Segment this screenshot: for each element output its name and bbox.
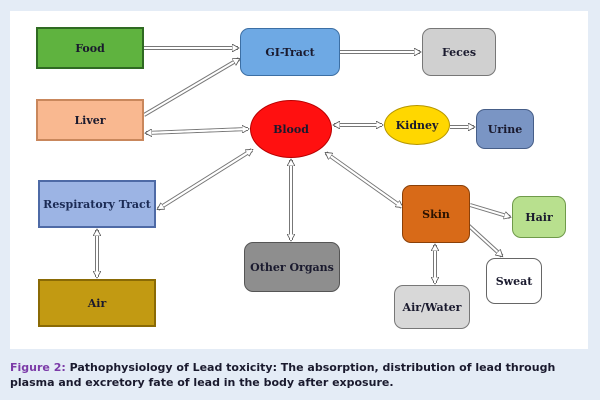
caption-text: Pathophysiology of Lead toxicity: The ab… xyxy=(10,361,556,389)
node-urine: Urine xyxy=(476,109,534,149)
node-blood: Blood xyxy=(250,100,332,158)
node-air-water: Air/Water xyxy=(394,285,470,329)
node-feces: Feces xyxy=(422,28,496,76)
figure-caption: Figure 2: Pathophysiology of Lead toxici… xyxy=(10,360,588,390)
diagram-figure: Food Liver Respiratory Tract Air GI-Trac… xyxy=(10,11,588,349)
node-kidney: Kidney xyxy=(384,105,450,145)
node-liver: Liver xyxy=(36,99,144,141)
node-food: Food xyxy=(36,27,144,69)
node-other-organs: Other Organs xyxy=(244,242,340,292)
node-gi-tract: GI-Tract xyxy=(240,28,340,76)
caption-label: Figure 2: xyxy=(10,361,66,374)
node-hair: Hair xyxy=(512,196,566,238)
node-air: Air xyxy=(38,279,156,327)
node-sweat: Sweat xyxy=(486,258,542,304)
arrows-layer xyxy=(10,11,588,349)
node-respiratory-tract: Respiratory Tract xyxy=(38,180,156,228)
node-skin: Skin xyxy=(402,185,470,243)
